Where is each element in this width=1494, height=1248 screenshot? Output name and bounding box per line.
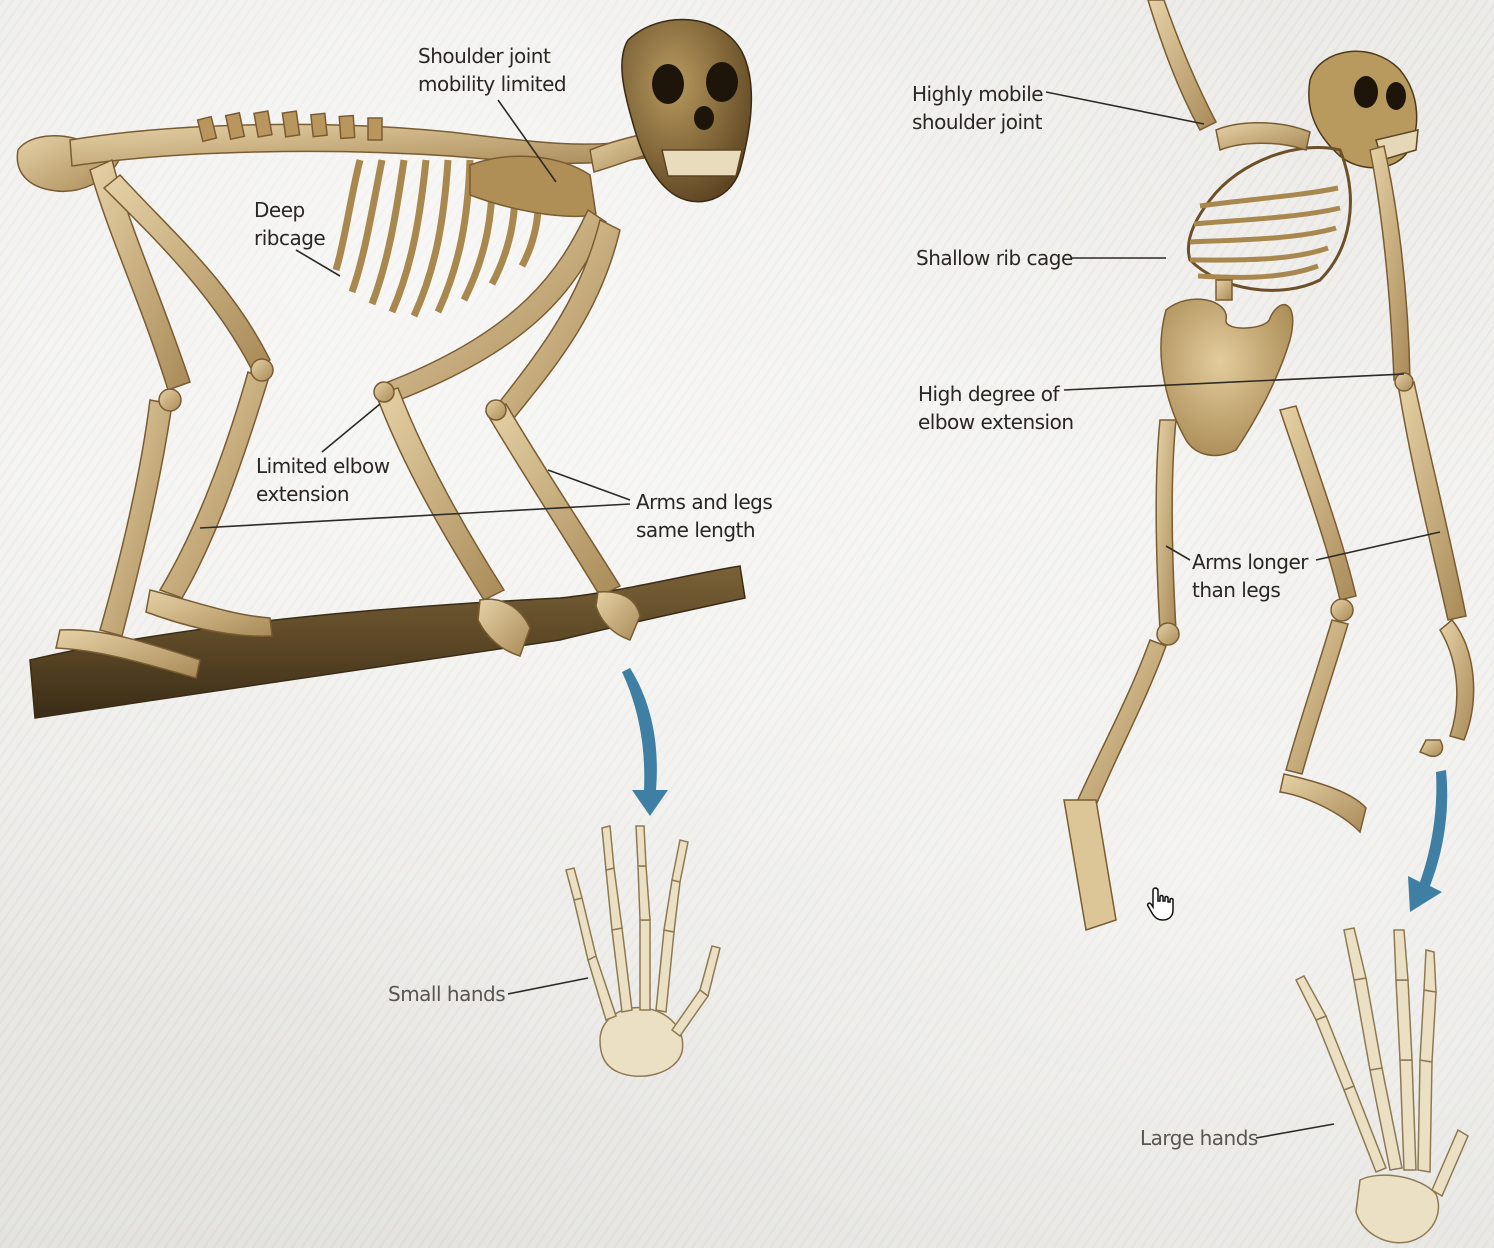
hand-pointer-cursor-icon — [1146, 886, 1176, 922]
down-arrow-icon — [622, 668, 668, 816]
label-line: extension — [256, 480, 390, 508]
label-high-degree-elbow-extension: High degree of elbow extension — [918, 380, 1074, 436]
label-line: Deep — [254, 196, 325, 224]
label-line: shoulder joint — [912, 108, 1043, 136]
label-line: High degree of — [918, 380, 1074, 408]
label-limited-elbow-extension: Limited elbow extension — [256, 452, 390, 508]
label-large-hands: Large hands — [1140, 1124, 1258, 1152]
label-line: Shoulder joint — [418, 42, 566, 70]
label-line: than legs — [1192, 576, 1308, 604]
label-line: Limited elbow — [256, 452, 390, 480]
label-line: ribcage — [254, 224, 325, 252]
pelvis — [1161, 299, 1293, 455]
label-small-hands: Small hands — [388, 980, 505, 1008]
label-line: Highly mobile — [912, 80, 1043, 108]
hanging-skeleton — [1064, 0, 1474, 930]
label-shoulder-joint-mobility-limited: Shoulder joint mobility limited — [418, 42, 566, 98]
label-highly-mobile-shoulder-joint: Highly mobile shoulder joint — [912, 80, 1043, 136]
small-hand-skeleton — [566, 826, 720, 1076]
label-deep-ribcage: Deep ribcage — [254, 196, 325, 252]
label-line: mobility limited — [418, 70, 566, 98]
label-arms-longer-than-legs: Arms longer than legs — [1192, 548, 1308, 604]
label-line: elbow extension — [918, 408, 1074, 436]
label-line: same length — [636, 516, 772, 544]
quadruped-skeleton — [17, 19, 751, 718]
label-line: Arms longer — [1192, 548, 1308, 576]
large-hand-skeleton — [1296, 928, 1468, 1243]
label-line: Arms and legs — [636, 488, 772, 516]
down-arrow-icon-right — [1408, 770, 1447, 912]
label-arms-legs-same-length: Arms and legs same length — [636, 488, 772, 544]
label-shallow-rib-cage: Shallow rib cage — [916, 244, 1073, 272]
